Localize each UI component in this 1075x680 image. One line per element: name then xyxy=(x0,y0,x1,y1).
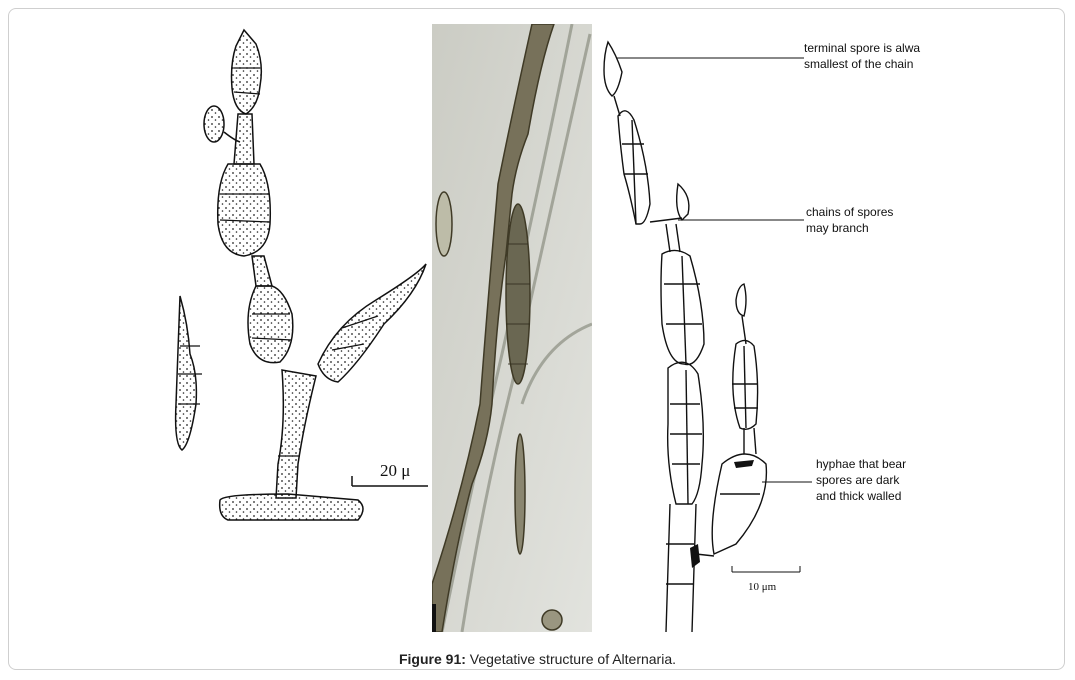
annotation-chains-branch-line1: chains of spores xyxy=(806,205,893,219)
annotation-terminal-spore-line2: smallest of the chain xyxy=(804,57,913,71)
annotation-hyphae-line1: hyphae that bear xyxy=(816,457,906,471)
annotation-hyphae-line2: spores are dark xyxy=(816,473,900,487)
stippled-conidia-drawing: 20 μ xyxy=(168,24,430,632)
figure-caption: Figure 91: Vegetative structure of Alter… xyxy=(0,651,1075,667)
alternaria-labelled-diagram: terminal spore is alwa smallest of the c… xyxy=(596,24,948,632)
alternaria-micrograph xyxy=(432,24,592,632)
micrograph-image xyxy=(432,24,592,632)
scale-bar-10um: 10 μm xyxy=(732,566,800,593)
annotation-hyphae-line3: and thick walled xyxy=(816,489,901,503)
scale-bar-label-10um: 10 μm xyxy=(748,581,777,593)
alternaria-line-drawing: 20 μ xyxy=(168,24,430,632)
annotation-chains-branch-line2: may branch xyxy=(806,221,869,235)
annotation-terminal-spore-line1: terminal spore is alwa xyxy=(804,41,920,55)
scale-bar-label-20: 20 μ xyxy=(380,461,410,480)
conidia-chain-diagram: terminal spore is alwa smallest of the c… xyxy=(596,24,948,632)
scale-bar: 20 μ xyxy=(352,461,428,486)
caption-label: Figure 91: xyxy=(399,651,466,667)
caption-text: Vegetative structure of Alternaria. xyxy=(466,651,676,667)
